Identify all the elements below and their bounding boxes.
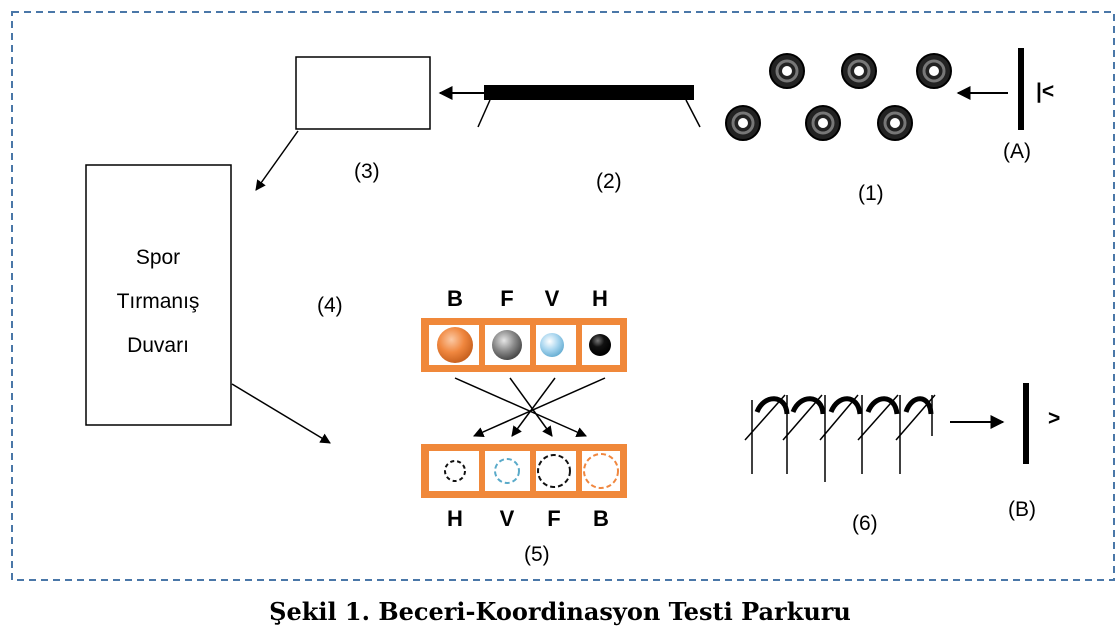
end-label: (B)	[1008, 498, 1036, 521]
figure-caption: Şekil 1. Beceri-Koordinasyon Testi Parku…	[269, 597, 851, 626]
black-ball-icon	[589, 334, 611, 356]
blue-target-circle	[494, 458, 520, 484]
tire-icon	[769, 53, 805, 89]
crossing-arrows	[454, 377, 606, 437]
top-letter-3: H	[592, 286, 608, 311]
tire-station	[725, 53, 952, 141]
station3-box	[295, 56, 431, 130]
end-marker: >	[1048, 407, 1060, 430]
station4-label: (4)	[317, 294, 343, 317]
tire-icon	[916, 53, 952, 89]
top-letter-2: V	[545, 286, 560, 311]
bottom-letter-2: F	[547, 506, 560, 531]
station3-label: (3)	[354, 160, 380, 183]
start-marker: |<	[1036, 80, 1054, 103]
wall-line2: Tırmanış	[117, 290, 200, 313]
bottom-letter-0: H	[447, 506, 463, 531]
tire-icon	[725, 105, 761, 141]
top-ball-box	[421, 318, 627, 372]
bottom-letter-3: B	[593, 506, 609, 531]
top-letter-0: B	[447, 286, 463, 311]
climbing-wall	[85, 164, 232, 426]
tire-icon	[877, 105, 913, 141]
orange-target-circle	[583, 453, 619, 489]
station2-label: (2)	[596, 170, 622, 193]
station5-label: (5)	[524, 543, 550, 566]
tire-icon	[841, 53, 877, 89]
bottom-ball-box	[421, 444, 627, 498]
tire-icon	[805, 105, 841, 141]
arrow-box-to-wall	[255, 130, 299, 191]
start-label: (A)	[1003, 140, 1031, 163]
dashed-frame	[11, 11, 1115, 581]
hurdle-station	[744, 394, 936, 482]
gray-ball-icon	[492, 330, 522, 360]
gray-target-circle	[537, 454, 571, 488]
top-letter-1: F	[500, 286, 513, 311]
blue-ball-icon	[540, 333, 564, 357]
bottom-letter-1: V	[500, 506, 515, 531]
wall-line1: Spor	[136, 246, 180, 269]
black-target-circle	[444, 460, 466, 482]
arrow-wall-to-balls	[231, 383, 331, 444]
station1-label: (1)	[858, 182, 884, 205]
balance-bench	[477, 85, 701, 128]
station6-label: (6)	[852, 512, 878, 535]
orange-ball-icon	[437, 327, 473, 363]
wall-line3: Duvarı	[127, 334, 189, 357]
